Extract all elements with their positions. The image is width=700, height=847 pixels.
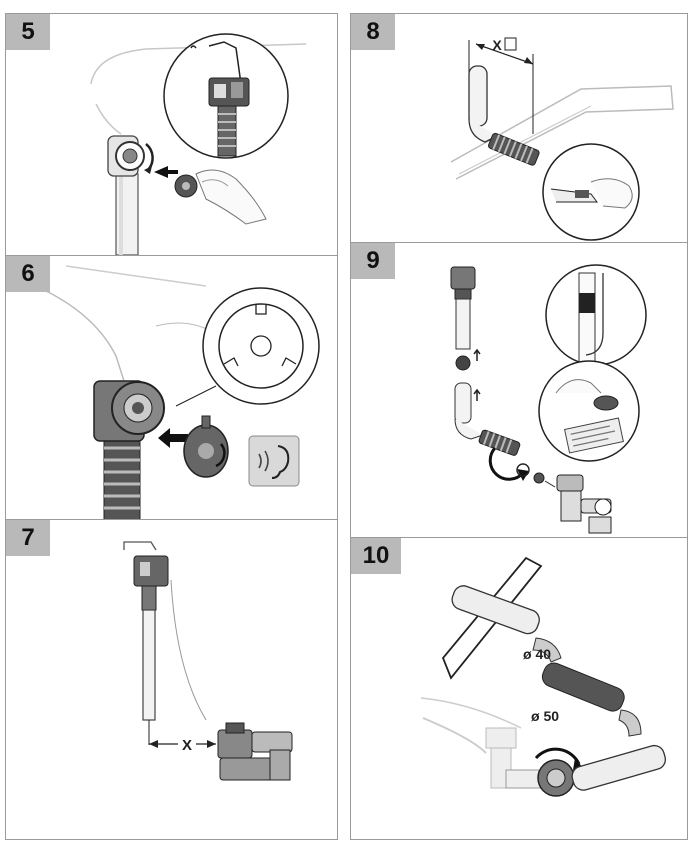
panel-step-6: 6 (6, 255, 337, 520)
step-number: 10 (351, 538, 401, 574)
step-8-illustration: X (450, 37, 674, 241)
step-10-illustration: ø 40 ø 50 (420, 556, 667, 797)
diameter-40-label: ø 40 (523, 646, 551, 662)
dimension-x-label: X (492, 37, 502, 53)
step-5-illustration (90, 33, 307, 255)
diameter-50-label: ø 50 (531, 708, 559, 724)
step-7-illustration: X (123, 541, 293, 781)
step-9-illustration (450, 264, 647, 534)
panel-step-5: 5 (6, 14, 337, 255)
left-column: 5 (5, 13, 338, 840)
step-number: 7 (6, 520, 50, 556)
step-6-illustration (45, 265, 320, 520)
dimension-x-label: X (182, 737, 192, 754)
right-column: X 8 (350, 13, 688, 840)
step-number: 8 (351, 14, 395, 50)
panel-step-8: X 8 (351, 14, 687, 242)
panel-step-9: 9 (351, 242, 687, 537)
panel-step-7: X 7 (6, 519, 337, 841)
panel-step-10: ø 40 ø 50 10 (351, 537, 687, 839)
step-number: 9 (351, 243, 395, 279)
step-number: 6 (6, 256, 50, 292)
step-number: 5 (6, 14, 50, 50)
